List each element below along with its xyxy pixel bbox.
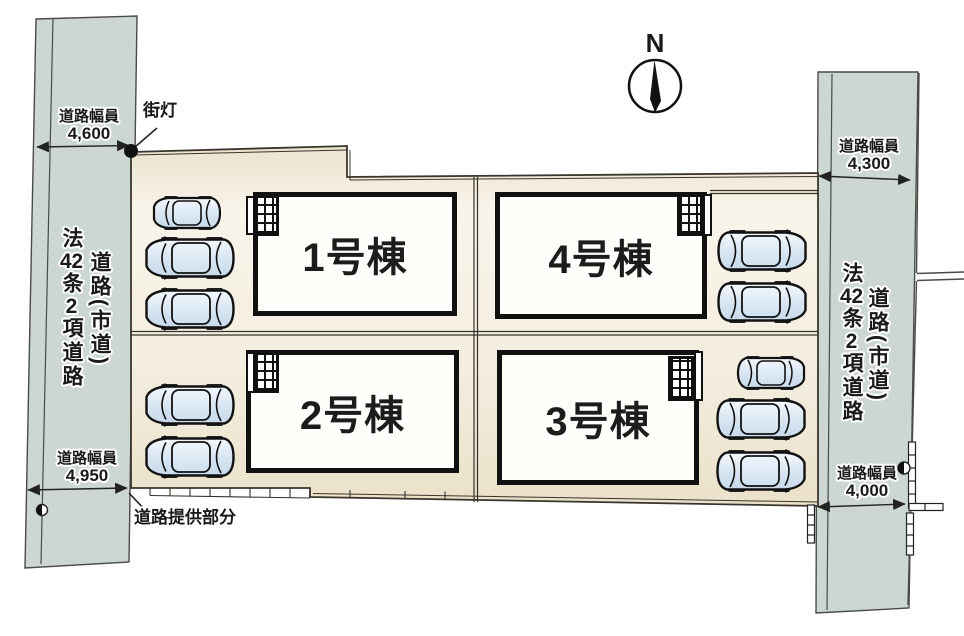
road-width-value: 4,950 <box>65 466 109 486</box>
legal-part: 法 <box>60 227 83 251</box>
left-road-legal-label: 法42条2項道路 <box>56 227 86 389</box>
legal-part: 項道路 <box>60 317 83 389</box>
utility-pole-icon <box>35 503 49 517</box>
leader-lines <box>128 127 158 512</box>
streetlight-text: 街灯 <box>143 101 177 120</box>
building-3-label: 3号棟 <box>545 399 651 444</box>
road-type-text: 道路(市道) <box>866 287 889 403</box>
balcony-grid <box>253 195 279 236</box>
north-label: N <box>644 29 666 57</box>
wall-hatch <box>806 441 944 556</box>
road-width-title: 道路幅員 <box>56 450 117 467</box>
road-type-text: 道路(市道) <box>88 251 111 367</box>
road-width-title: 道路幅員 <box>836 465 897 482</box>
legal-number: 42 <box>59 251 84 272</box>
balcony-rail <box>703 194 712 236</box>
road-width-top-left: 道路幅員 4,600 <box>44 108 134 144</box>
measurement-lines <box>27 140 911 513</box>
road-provision-strip <box>149 488 446 501</box>
north-arrow-icon <box>627 58 683 114</box>
legal-part: 法 <box>840 262 863 286</box>
road-width-value: 4,300 <box>847 154 891 174</box>
balcony-grid <box>668 356 694 401</box>
road-width-bottom-left: 道路幅員 4,950 <box>42 450 132 486</box>
building-1-label: 1号棟 <box>302 236 408 280</box>
streetlight-icon <box>124 144 138 158</box>
car-icon <box>152 194 222 232</box>
left-road <box>24 15 138 569</box>
utility-pole-icon <box>897 461 911 475</box>
legal-part: 条 <box>60 272 83 296</box>
car-icon <box>717 228 807 274</box>
road-width-title: 道路幅員 <box>838 138 899 155</box>
car-icon <box>736 354 806 392</box>
road-width-title: 道路幅員 <box>58 108 119 125</box>
road-provision-label: 道路提供部分 <box>134 508 236 527</box>
road-width-value: 4,000 <box>845 481 889 501</box>
north-text: N <box>645 28 665 58</box>
balcony-grid <box>253 352 279 393</box>
streetlight-label: 街灯 <box>143 101 177 120</box>
car-icon <box>145 235 235 281</box>
building-4: 4号棟 <box>495 192 707 319</box>
car-icon <box>145 286 235 332</box>
balcony-rail <box>694 351 703 401</box>
legal-number: 2 <box>65 296 78 317</box>
road-width-value: 4,600 <box>67 124 111 144</box>
road-provision-text: 道路提供部分 <box>134 508 236 527</box>
road-width-top-right: 道路幅員 4,300 <box>824 138 914 174</box>
left-road-type-label: 道路(市道) <box>84 251 114 367</box>
building-4-label: 4号棟 <box>548 237 654 282</box>
lot-dividers <box>131 177 818 502</box>
car-icon <box>716 448 806 494</box>
car-icon <box>716 396 806 442</box>
building-2-label: 2号棟 <box>299 393 406 438</box>
road-width-bottom-right: 道路幅員 4,000 <box>822 465 912 501</box>
legal-number: 42 <box>839 286 864 307</box>
legal-number: 2 <box>845 331 858 352</box>
building-1: 1号棟 <box>253 192 457 316</box>
right-road-legal-label: 法42条2項道路 <box>836 262 866 424</box>
legal-part: 項道路 <box>840 352 863 424</box>
balcony-grid <box>677 194 703 236</box>
car-icon <box>145 382 235 428</box>
legal-part: 条 <box>840 307 863 331</box>
car-icon <box>717 279 807 325</box>
building-2: 2号棟 <box>246 350 459 473</box>
right-road-type-label: 道路(市道) <box>862 287 892 403</box>
building-3: 3号棟 <box>497 350 699 485</box>
car-icon <box>145 434 235 480</box>
